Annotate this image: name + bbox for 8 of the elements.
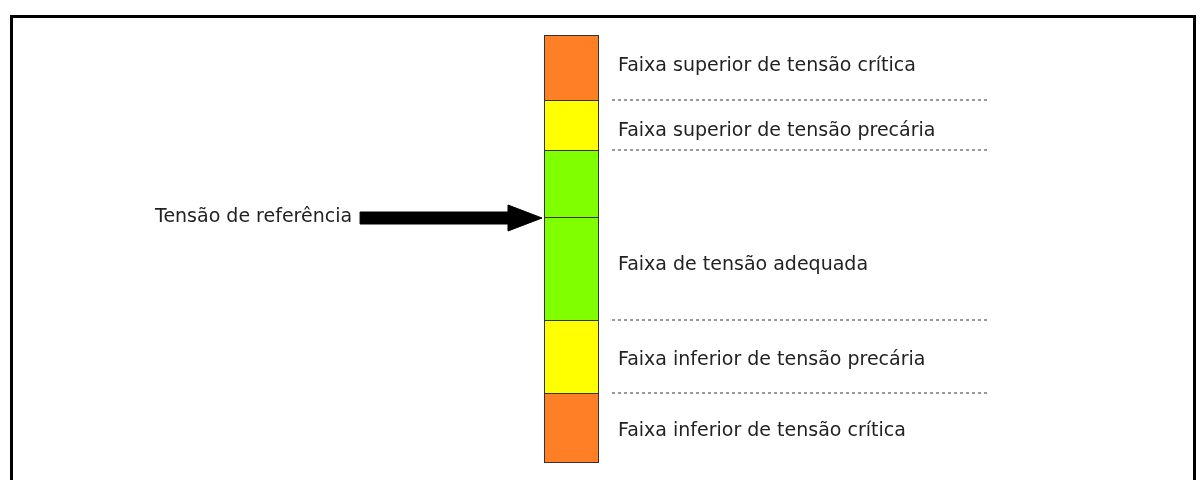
- range-label: Faixa inferior de tensão crítica: [618, 418, 906, 440]
- range-label: Faixa inferior de tensão precária: [618, 347, 926, 369]
- bar-segment: [544, 150, 599, 218]
- range-label: Faixa superior de tensão crítica: [618, 53, 916, 75]
- reference-label: Tensão de referência: [155, 204, 353, 226]
- range-label: Faixa de tensão adequada: [618, 252, 869, 274]
- range-label: Faixa superior de tensão precária: [618, 118, 936, 140]
- arrow: [359, 204, 543, 232]
